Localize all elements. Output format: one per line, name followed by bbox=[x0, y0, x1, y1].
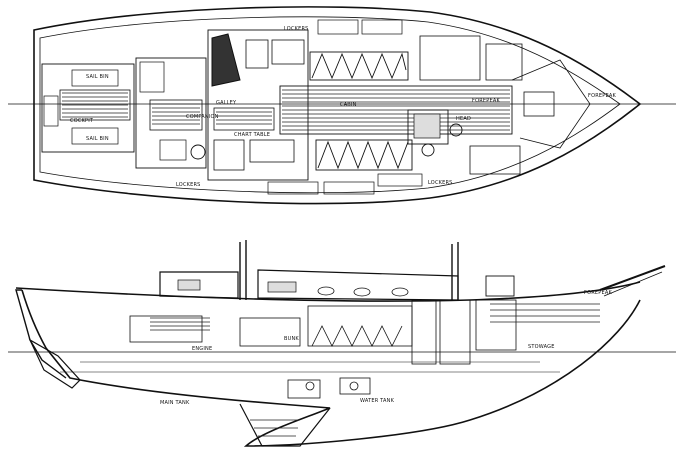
label-sail-bin-port: SAIL BIN bbox=[86, 74, 109, 80]
label-lockers-aft: LOCKERS bbox=[176, 182, 201, 188]
label-bunk: BUNK bbox=[284, 336, 299, 342]
profile-interior bbox=[60, 299, 600, 399]
label-engine: ENGINE bbox=[192, 346, 212, 352]
label-forepeak: FOREPEAK bbox=[584, 290, 612, 296]
profile-sheer-line bbox=[15, 281, 641, 302]
label-head: HEAD bbox=[456, 116, 471, 122]
galley-block bbox=[135, 57, 207, 169]
rudder bbox=[28, 338, 81, 389]
label-lockers-top: LOCKERS bbox=[284, 26, 309, 32]
plan-view: COCKPIT CABIN COMPANION FOREPEAK FOREPEA… bbox=[8, 6, 676, 205]
label-cabin: CABIN bbox=[340, 102, 357, 108]
saloon-sole bbox=[279, 85, 513, 135]
deckhouse bbox=[159, 269, 515, 301]
label-sail-bin-stbd: SAIL BIN bbox=[86, 136, 109, 142]
label-cockpit: COCKPIT bbox=[70, 118, 94, 124]
label-main-tank: MAIN TANK bbox=[160, 400, 190, 406]
keel bbox=[239, 403, 331, 447]
bowsprit bbox=[599, 265, 666, 291]
label-companion: COMPANION bbox=[186, 114, 219, 120]
plan-lockers bbox=[267, 19, 423, 195]
profile-view: FOREPEAK ENGINE STOWAGE MAIN TANK WATER … bbox=[8, 240, 676, 447]
head-compartment bbox=[407, 109, 463, 157]
label-stowage: STOWAGE bbox=[528, 344, 555, 350]
plan-deck-line bbox=[39, 16, 621, 194]
chart-table-block bbox=[207, 29, 309, 181]
saloon-berths bbox=[309, 51, 413, 171]
label-chart-table: CHART TABLE bbox=[234, 132, 270, 138]
masts bbox=[239, 240, 459, 300]
label-forepeak-plan: FOREPEAK bbox=[472, 98, 500, 104]
profile-hull-bottom bbox=[21, 289, 641, 447]
forward-cabin bbox=[419, 35, 591, 175]
label-forepeak-tip: FOREPEAK bbox=[588, 93, 616, 99]
label-lockers-bottom: LOCKERS bbox=[428, 180, 453, 186]
label-water-tank: WATER TANK bbox=[360, 398, 395, 404]
label-galley: GALLEY bbox=[216, 100, 237, 106]
cockpit-area bbox=[41, 63, 135, 153]
plan-hull-outline bbox=[33, 6, 642, 205]
